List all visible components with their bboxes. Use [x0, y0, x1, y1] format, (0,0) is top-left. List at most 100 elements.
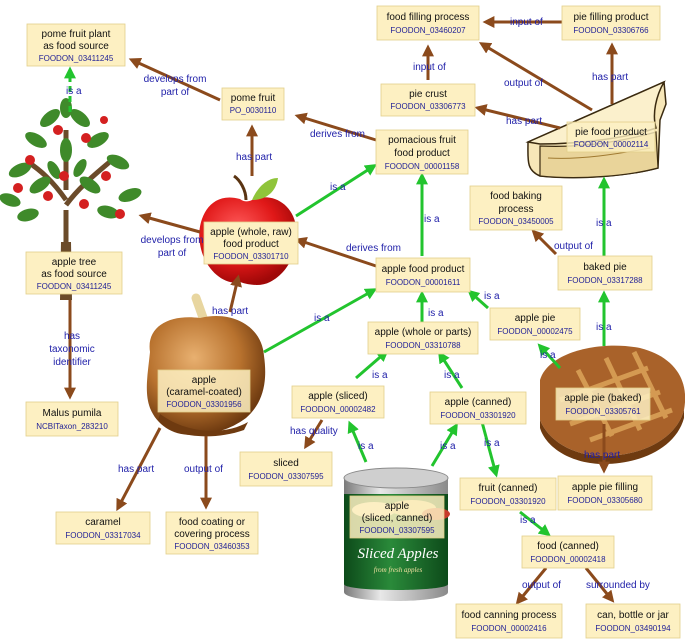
- node-name: apple pie filling: [572, 482, 638, 493]
- node-name: food product: [394, 148, 450, 159]
- node-pomacious-fruit[interactable]: pomacious fruit food product FOODON_0000…: [375, 129, 469, 175]
- node-name: caramel: [85, 517, 121, 528]
- node-apple-tree[interactable]: apple tree as food source FOODON_0341124…: [25, 251, 123, 295]
- node-apple-pie-baked[interactable]: apple pie (baked) FOODON_03305761: [555, 387, 651, 421]
- edge-sliced-is-a-whole-parts: [355, 349, 389, 380]
- edge-sliced-canned-is-a-canned: [430, 422, 458, 467]
- edges: [64, 15, 618, 605]
- edge-pie-baked-is-a-apple-pie: [537, 343, 562, 370]
- label-has-quality: has quality: [290, 426, 338, 437]
- node-name: apple tree: [52, 257, 97, 268]
- node-food-coating-process[interactable]: food coating or covering process FOODON_…: [165, 511, 259, 555]
- label-is-a: is a: [428, 308, 444, 319]
- label-is-a: is a: [484, 291, 500, 302]
- node-name: food (canned): [537, 541, 599, 552]
- label-output-of: output of: [184, 464, 223, 475]
- node-name: pomacious fruit: [388, 135, 456, 146]
- node-apple-pie[interactable]: apple pie FOODON_00002475: [489, 307, 581, 341]
- node-id: FOODON_03301710: [213, 252, 289, 261]
- node-apple-whole-raw[interactable]: apple (whole, raw) food product FOODON_0…: [203, 221, 299, 265]
- label-is-a: is a: [314, 313, 330, 324]
- node-id: FOODON_03460207: [390, 26, 466, 35]
- node-name: baked pie: [583, 262, 627, 273]
- node-id: FOODON_03307595: [359, 526, 435, 535]
- node-id: FOODON_03317034: [65, 531, 141, 540]
- node-food-baking-process[interactable]: food baking process FOODON_03450005: [469, 185, 563, 231]
- can-subtitle-text: from fresh apples: [374, 566, 423, 574]
- node-apple-caramel[interactable]: apple (caramel-coated) FOODON_03301956: [157, 369, 251, 413]
- edge-fruit-canned-is-a-food-canned: [519, 510, 551, 537]
- node-id: FOODON_03307595: [248, 472, 324, 481]
- node-fruit-canned[interactable]: fruit (canned) FOODON_03301920: [459, 477, 557, 511]
- node-apple-sliced-canned[interactable]: apple (sliced, canned) FOODON_03307595: [349, 495, 445, 539]
- node-name: apple food product: [382, 264, 465, 275]
- edge-pome-fruit-develops-from: [128, 58, 221, 102]
- node-name: apple (canned): [445, 397, 512, 408]
- label-input-of: input of: [510, 17, 543, 28]
- node-name: fruit (canned): [479, 483, 538, 494]
- node-malus-pumila[interactable]: Malus pumila NCBITaxon_283210: [25, 401, 119, 437]
- label-part-of: part of: [158, 248, 187, 259]
- node-pome-fruit-plant[interactable]: pome fruit plant as food source FOODON_0…: [26, 23, 126, 67]
- label-develops-from: develops from: [141, 235, 204, 246]
- node-name: pie crust: [409, 89, 447, 100]
- label-output-of: output of: [522, 580, 561, 591]
- node-id: FOODON_03305761: [565, 407, 641, 416]
- label-is-a: is a: [358, 441, 374, 452]
- apple-tree-illustration: [0, 98, 142, 300]
- node-id: PO_0030110: [230, 106, 277, 115]
- node-food-canned[interactable]: food (canned) FOODON_00002418: [521, 535, 615, 569]
- node-apple-sliced[interactable]: apple (sliced) FOODON_00002482: [291, 385, 385, 419]
- label-has-part: has part: [236, 152, 272, 163]
- node-apple-canned[interactable]: apple (canned) FOODON_03301920: [429, 391, 527, 425]
- edge-canned-is-a-whole-parts: [438, 350, 464, 389]
- node-id: FOODON_00002416: [471, 624, 547, 633]
- node-baked-pie[interactable]: baked pie FOODON_03317288: [557, 255, 653, 291]
- node-food-canning-process[interactable]: food canning process FOODON_00002416: [455, 603, 563, 639]
- label-has-part: has part: [118, 464, 154, 475]
- node-name: sliced: [273, 458, 299, 469]
- label-surrounded-by: surrounded by: [586, 580, 650, 591]
- label-has-part: has part: [506, 116, 542, 127]
- node-name: Malus pumila: [43, 408, 102, 419]
- edge-caramel-has-part-caramel: [116, 427, 162, 512]
- node-pie-filling-product[interactable]: pie filling product FOODON_03306766: [561, 5, 661, 41]
- node-name: apple pie (baked): [564, 393, 641, 404]
- node-pie-food-product[interactable]: pie food product FOODON_00002114: [566, 121, 656, 153]
- edge-caramel-has-part-apple: [228, 274, 242, 313]
- node-apple-food-product[interactable]: apple food product FOODON_00001611: [375, 257, 471, 293]
- node-can-bottle-jar[interactable]: can, bottle or jar FOODON_03490194: [585, 603, 681, 639]
- node-food-filling-process[interactable]: food filling process FOODON_03460207: [376, 5, 480, 41]
- node-id: NCBITaxon_283210: [36, 422, 108, 431]
- node-apple-pie-filling[interactable]: apple pie filling FOODON_03305680: [557, 475, 653, 511]
- node-pome-fruit[interactable]: pome fruit PO_0030110: [221, 87, 285, 121]
- edge-pomacious-derives-from-pome: [294, 112, 377, 142]
- node-name: (caramel-coated): [166, 387, 242, 398]
- label-is-a: is a: [520, 515, 536, 526]
- label-develops-from: develops from: [144, 74, 207, 85]
- edge-food-canned-surrounded-by: [584, 567, 615, 603]
- node-id: FOODON_00002482: [300, 405, 376, 414]
- label-has-part: has part: [584, 450, 620, 461]
- node-caramel[interactable]: caramel FOODON_03317034: [55, 511, 151, 545]
- node-id: FOODON_03317288: [567, 276, 643, 285]
- node-name: food filling process: [387, 12, 470, 23]
- edge-apple-develops-from-tree: [138, 212, 201, 234]
- edge-apple-is-a-pomacious: [295, 164, 378, 218]
- node-id: FOODON_03301956: [166, 400, 242, 409]
- node-id: FOODON_03305680: [567, 496, 643, 505]
- node-pie-crust[interactable]: pie crust FOODON_03306773: [380, 83, 476, 117]
- node-id: FOODON_03310788: [385, 341, 461, 350]
- edge-pie-output-of-filling: [478, 42, 593, 112]
- node-id: FOODON_03411245: [37, 282, 112, 291]
- node-id: FOODON_03490194: [595, 624, 671, 633]
- node-sliced[interactable]: sliced FOODON_03307595: [239, 451, 333, 487]
- label-derives-from: derives from: [310, 129, 365, 140]
- node-name: pie food product: [575, 127, 647, 138]
- node-name: can, bottle or jar: [597, 610, 669, 621]
- node-apple-whole-parts[interactable]: apple (whole or parts) FOODON_03310788: [367, 321, 479, 355]
- label-derives-from: derives from: [346, 243, 401, 254]
- node-name: food coating or: [179, 517, 246, 528]
- node-name: apple (whole, raw): [210, 227, 292, 238]
- node-name: food baking: [490, 191, 542, 202]
